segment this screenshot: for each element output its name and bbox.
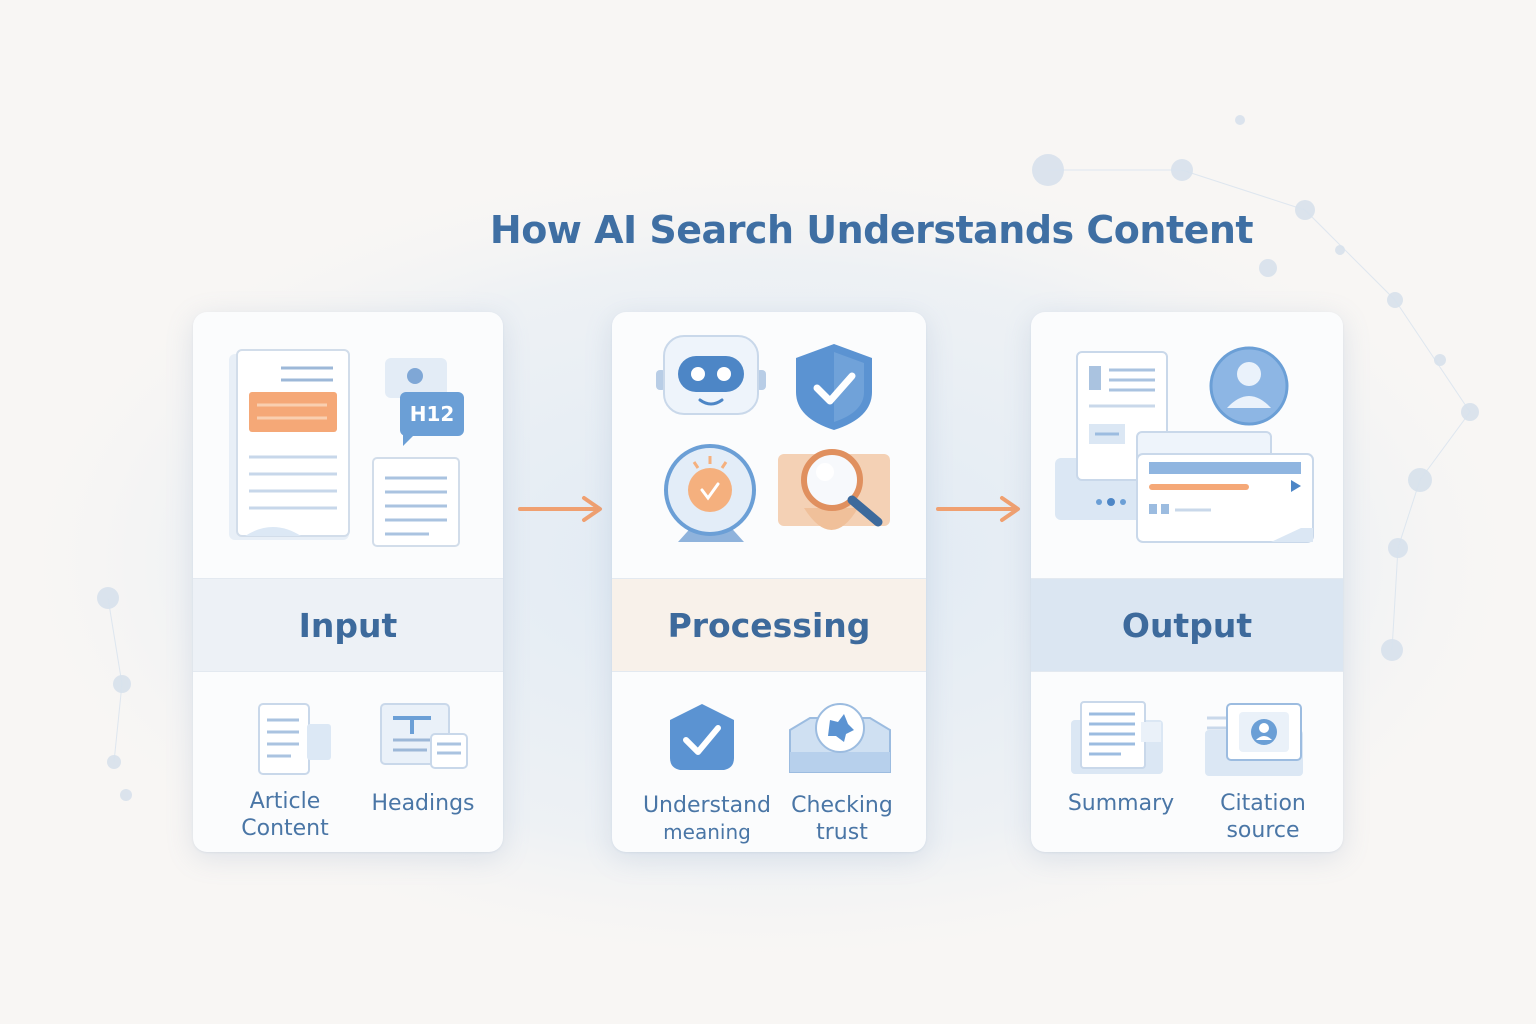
understand-check-icon (670, 704, 734, 770)
robot-icon (656, 335, 766, 415)
item-line2: trust (816, 820, 868, 845)
stage-item-article-content: Article Content (215, 788, 355, 842)
item-line2: source (1226, 818, 1300, 843)
stage-item-checking-trust: Checking trust (776, 792, 908, 846)
flow-arrow-icon (936, 496, 1020, 522)
page-title: How AI Search Understands Content (489, 208, 1254, 252)
small-document-icon (372, 457, 460, 547)
headings-icon (380, 703, 468, 769)
stage-card-input: H12 Input (193, 312, 503, 852)
processing-icons (656, 335, 890, 542)
stage-label-output: Output (1031, 578, 1343, 672)
heading-badge-label: H12 (410, 402, 455, 426)
item-line2: meaning (663, 820, 751, 844)
stage-item-citation-source: Citation source (1195, 790, 1331, 844)
stage-item-understand-meaning: Understand meaning (624, 792, 790, 846)
item-line1: Citation (1220, 791, 1306, 816)
output-icons (1055, 346, 1314, 543)
heading-badge-icon: H12 (385, 358, 464, 446)
item-line1: Article (249, 789, 321, 814)
stage-item-headings: Headings (353, 790, 493, 817)
item-line1: Understand (642, 793, 772, 818)
citation-source-icon (1205, 703, 1303, 776)
stage-item-summary: Summary (1049, 790, 1193, 817)
search-result-card-icon (1136, 431, 1314, 543)
shield-check-icon (796, 344, 872, 430)
summary-icon (1071, 701, 1163, 774)
item-line1: Headings (371, 791, 475, 816)
stage-card-processing: Processing Understand meaning Checking t… (612, 312, 926, 852)
article-content-icon (258, 703, 331, 775)
stage-label-processing: Processing (612, 578, 926, 672)
idea-gauge-icon (664, 444, 756, 542)
search-magnifier-icon (778, 449, 890, 530)
stage-card-output: Output Summary Citation source (1031, 312, 1343, 852)
trust-check-icon (789, 703, 891, 773)
stage-label-input: Input (193, 578, 503, 672)
item-line1: Summary (1067, 791, 1175, 816)
flow-arrow-icon (518, 496, 602, 522)
article-document-icon (229, 349, 350, 540)
item-line2: Content (241, 816, 329, 841)
user-avatar-icon (1209, 346, 1289, 426)
input-icons: H12 (229, 349, 464, 547)
item-line1: Checking (791, 793, 893, 818)
